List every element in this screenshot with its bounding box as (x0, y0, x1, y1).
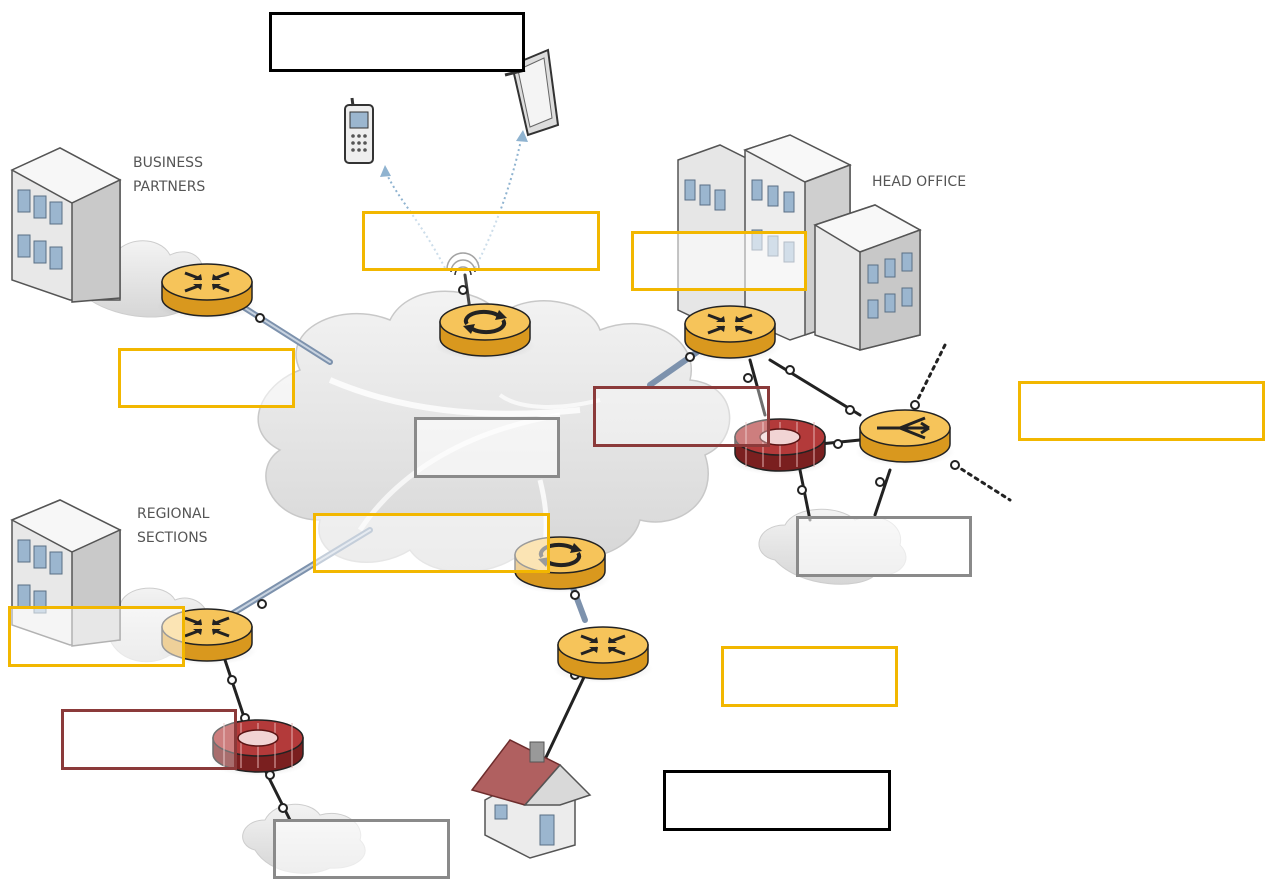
blank-label-box[interactable] (721, 646, 898, 707)
router-icon (680, 305, 780, 362)
router-icon (855, 409, 955, 466)
blank-label-box[interactable] (273, 819, 450, 879)
regional-sections-label: REGIONAL SECTIONS (137, 506, 214, 546)
business-partners-label: BUSINESS PARTNERS (133, 155, 207, 195)
blank-label-box[interactable] (663, 770, 891, 831)
wireless-router-icon (435, 303, 535, 360)
routers-layer (157, 263, 955, 776)
head-office-label: HEAD OFFICE (872, 174, 966, 190)
blank-label-box[interactable] (362, 211, 600, 271)
router-icon (157, 263, 257, 320)
network-links (223, 273, 1012, 822)
building-icon (10, 147, 122, 303)
house-icon (470, 739, 592, 859)
arrow-heads (380, 130, 528, 177)
mobile-phone-icon (344, 97, 374, 164)
blank-label-box[interactable] (1018, 381, 1265, 441)
blank-label-box[interactable] (118, 348, 295, 408)
blank-label-box[interactable] (61, 709, 237, 770)
blank-label-box[interactable] (313, 513, 550, 573)
blank-label-box[interactable] (631, 231, 807, 291)
blank-label-box[interactable] (593, 386, 770, 447)
blank-label-box[interactable] (269, 12, 525, 72)
blank-label-box[interactable] (414, 417, 560, 478)
blank-label-box[interactable] (796, 516, 972, 577)
router-icon (553, 626, 653, 683)
blank-label-box[interactable] (8, 606, 185, 667)
